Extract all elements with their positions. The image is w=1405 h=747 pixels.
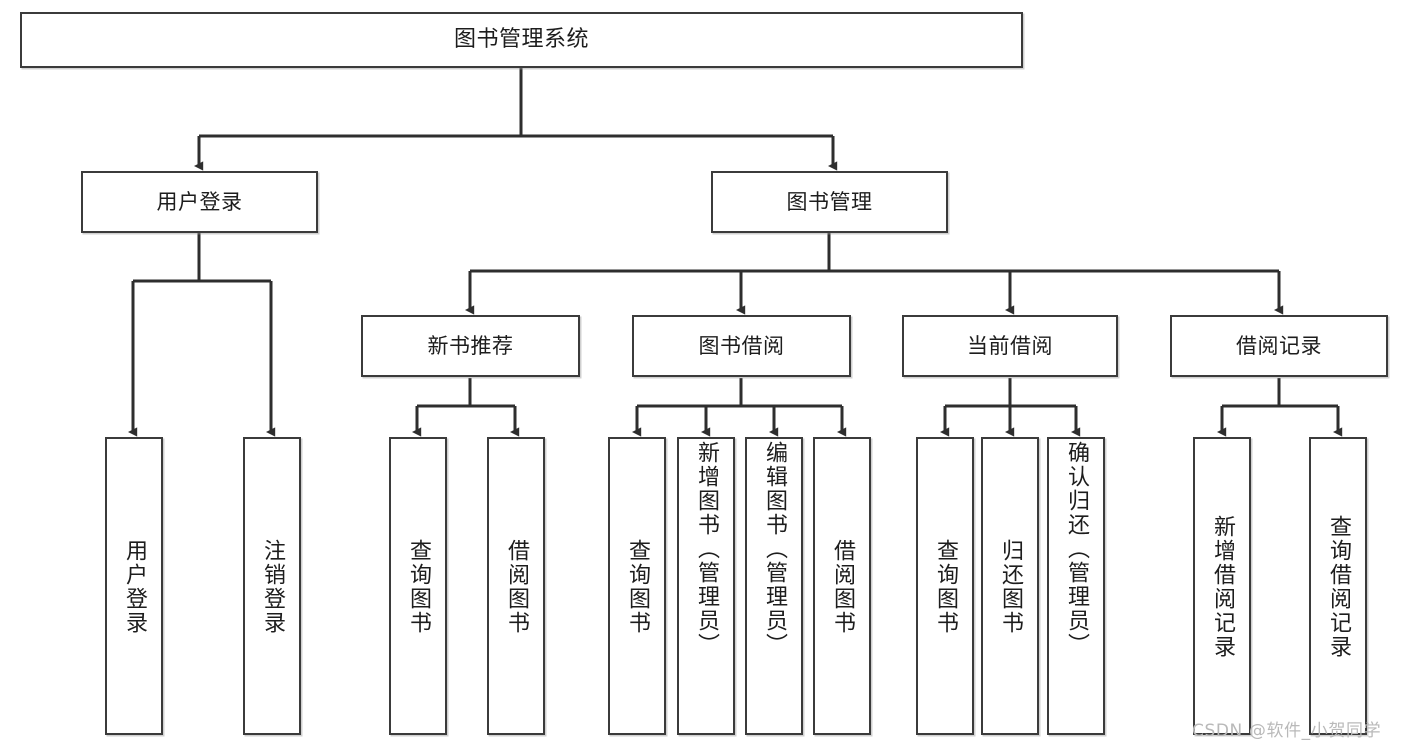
node-label: 当前借阅 [967,333,1053,358]
node-new-book-recommend[interactable]: 新书推荐 [361,315,580,377]
leaf-book-borrow-query[interactable]: 查询图书 [608,437,666,735]
leaf-new-book-borrow[interactable]: 借阅图书 [487,437,545,735]
node-label: 新书推荐 [427,333,514,358]
node-borrow-record[interactable]: 借阅记录 [1170,315,1388,377]
node-label: 借阅图书 [504,539,529,635]
leaf-borrow-record-query[interactable]: 查询借阅记录 [1309,437,1367,735]
node-label: 图书管理系统 [453,27,589,53]
node-label: 查询图书 [933,539,958,635]
node-label: 借阅图书 [830,539,855,635]
node-label: 查询借阅记录 [1326,515,1351,659]
node-label: 注销登录 [260,539,285,635]
node-label: 借阅记录 [1236,333,1322,358]
watermark-text: CSDN @软件_小贺同学 [1192,721,1382,741]
leaf-current-borrow-query[interactable]: 查询图书 [916,437,974,735]
node-label: 新增借阅记录 [1210,515,1235,659]
leaf-borrow-record-add[interactable]: 新增借阅记录 [1193,437,1251,735]
leaf-user-login-login[interactable]: 用户登录 [105,437,163,735]
node-label: 查询图书 [406,539,431,635]
leaf-book-borrow-add[interactable]: 新增图书（管理员） [677,437,735,735]
node-label: 新增图书（管理员） [694,441,719,657]
leaf-book-borrow-edit[interactable]: 编辑图书（管理员） [745,437,803,735]
leaf-current-borrow-confirm[interactable]: 确认归还（管理员） [1047,437,1105,735]
node-root-system[interactable]: 图书管理系统 [20,12,1023,68]
node-label: 用户登录 [156,189,243,214]
node-label: 编辑图书（管理员） [762,441,787,657]
node-label: 用户登录 [122,539,147,635]
node-label: 查询图书 [625,539,650,635]
node-label: 确认归还（管理员） [1064,441,1089,657]
node-book-borrow[interactable]: 图书借阅 [632,315,851,377]
leaf-user-login-logout[interactable]: 注销登录 [243,437,301,735]
node-user-login[interactable]: 用户登录 [81,171,318,233]
leaf-book-borrow-lend[interactable]: 借阅图书 [813,437,871,735]
node-label: 图书管理 [786,189,873,214]
node-label: 归还图书 [998,539,1023,635]
node-label: 图书借阅 [698,333,785,358]
leaf-current-borrow-return[interactable]: 归还图书 [981,437,1039,735]
node-book-management[interactable]: 图书管理 [711,171,948,233]
leaf-new-book-query[interactable]: 查询图书 [389,437,447,735]
node-current-borrow[interactable]: 当前借阅 [902,315,1118,377]
